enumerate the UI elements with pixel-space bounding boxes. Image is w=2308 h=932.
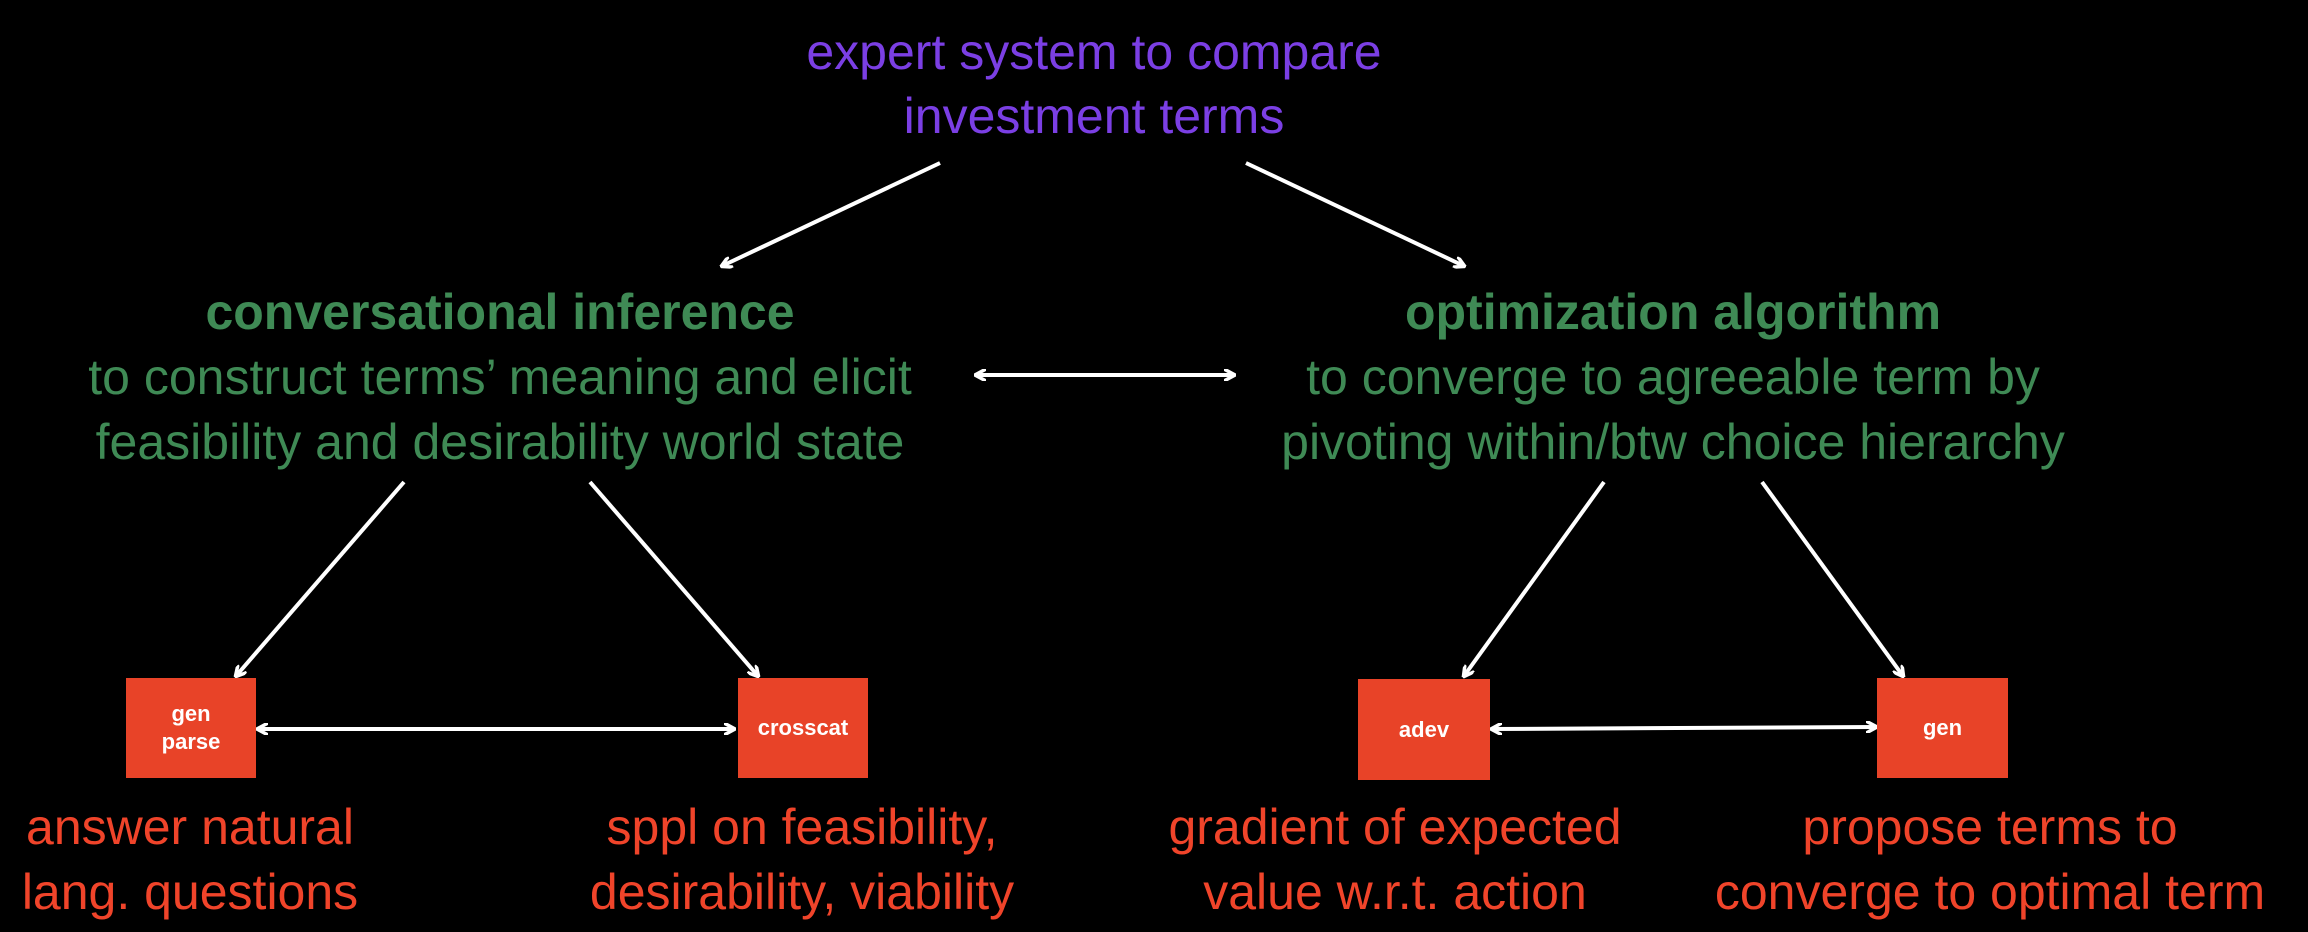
gen-caption: propose terms to converge to optimal ter… xyxy=(1680,795,2300,925)
optimization-algorithm-node: optimization algorithm to converge to ag… xyxy=(1108,280,2238,475)
arrow-right-to-gen xyxy=(1760,480,1903,676)
conversational-inference-heading: conversational inference xyxy=(205,284,795,340)
arrow-title-to-right xyxy=(1245,161,1464,266)
crosscat-caption-line-2: desirability, viability xyxy=(589,864,1015,920)
gen-label: gen xyxy=(1922,715,1963,740)
adev-caption-line-2: value w.r.t. action xyxy=(1203,864,1587,920)
arrow-title-to-left xyxy=(722,161,941,266)
gen-parse-caption-line-2: lang. questions xyxy=(21,864,359,920)
title-node: expert system to compare investment term… xyxy=(654,20,1534,148)
gen-parse-caption: answer natural lang. questions xyxy=(0,795,390,925)
optimization-algorithm-heading: optimization algorithm xyxy=(1404,284,1942,340)
arrow-right-to-adev xyxy=(1464,480,1606,676)
gen-parse-caption-line-1: answer natural xyxy=(26,799,354,855)
gen-parse-box: gen parse xyxy=(126,678,256,778)
crosscat-caption: sppl on feasibility, desirability, viabi… xyxy=(552,795,1052,925)
title-line-1: expert system to compare xyxy=(806,24,1382,80)
gen-parse-label-2: parse xyxy=(161,729,221,754)
conversational-inference-line-1: to construct terms’ meaning and elicit xyxy=(88,349,912,405)
adev-box: adev xyxy=(1358,679,1490,780)
crosscat-box: crosscat xyxy=(738,678,868,778)
arrow-left-to-genparse xyxy=(236,480,406,676)
gen-caption-line-1: propose terms to xyxy=(1802,799,2178,855)
gen-caption-line-2: converge to optimal term xyxy=(1714,864,2266,920)
optimization-algorithm-line-1: to converge to agreeable term by xyxy=(1306,349,2040,405)
conversational-inference-line-2: feasibility and desirability world state xyxy=(95,414,905,470)
title-line-2: investment terms xyxy=(903,88,1285,144)
gen-parse-label-1: gen xyxy=(171,701,211,726)
crosscat-label: crosscat xyxy=(757,715,849,740)
conversational-inference-node: conversational inference to construct te… xyxy=(0,280,1000,475)
crosscat-caption-line-1: sppl on feasibility, xyxy=(606,799,998,855)
adev-caption-line-1: gradient of expected xyxy=(1168,799,1622,855)
adev-label: adev xyxy=(1398,716,1450,742)
gen-box: gen xyxy=(1877,678,2008,778)
arrow-left-to-crosscat xyxy=(588,480,758,676)
optimization-algorithm-line-2: pivoting within/btw choice hierarchy xyxy=(1281,414,2065,470)
arrow-adev-gen xyxy=(1492,727,1876,729)
adev-caption: gradient of expected value w.r.t. action xyxy=(1130,795,1660,925)
